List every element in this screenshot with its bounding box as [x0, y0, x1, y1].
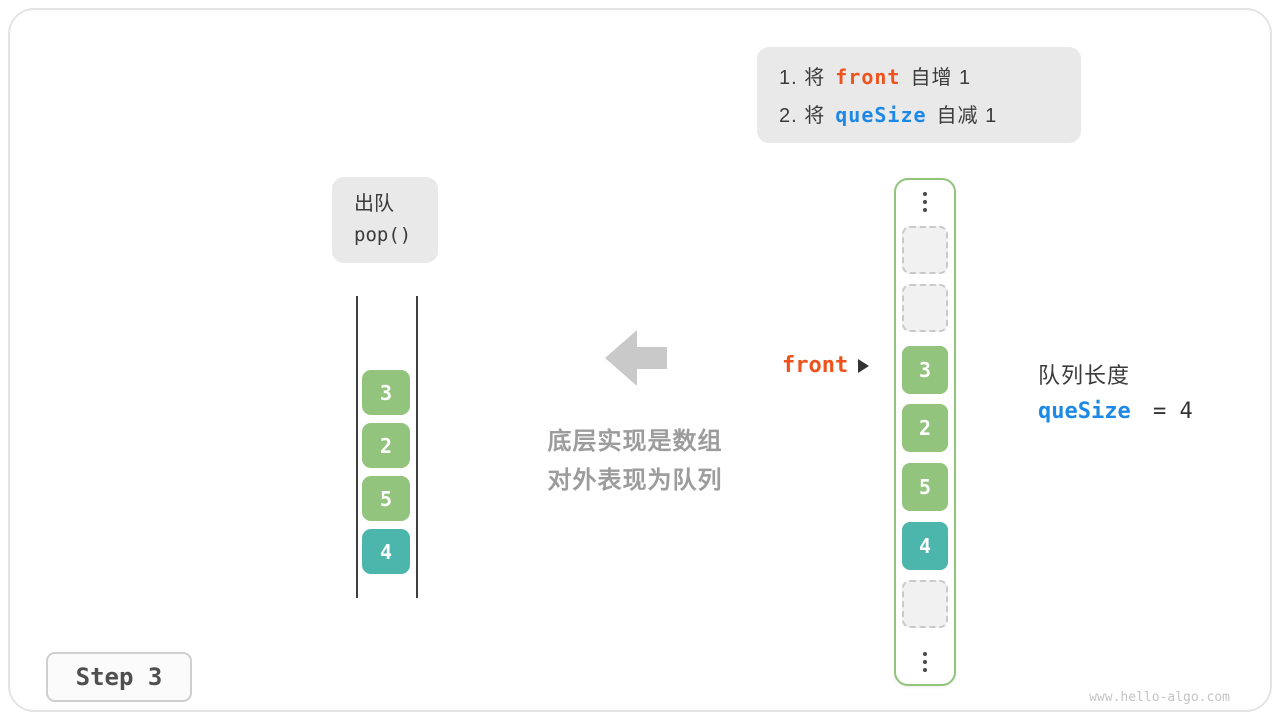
- note-line-1: 1. 将 front 自增 1: [779, 59, 1081, 97]
- quesize-label: queSize: [1038, 399, 1131, 424]
- step-label: Step 3: [75, 663, 163, 691]
- ellipsis-top-icon: [923, 192, 927, 212]
- front-pointer-label: front: [782, 353, 849, 378]
- queue-cell: 3: [362, 370, 410, 415]
- array-cell-empty: [902, 284, 948, 332]
- array-cell-empty: [902, 580, 948, 628]
- caption-line-1: 底层实现是数组: [547, 428, 723, 455]
- quesize-value: = 4: [1152, 399, 1193, 424]
- quesize-line: queSize = 4: [1038, 397, 1193, 427]
- array-cell: 5: [902, 463, 948, 511]
- pop-code: pop(): [354, 224, 412, 246]
- note-2-suffix: 自减 1: [936, 105, 998, 127]
- quesize-code: queSize: [835, 103, 927, 127]
- step-badge: Step 3: [46, 652, 192, 702]
- note-box: 1. 将 front 自增 1 2. 将 queSize 自减 1: [757, 47, 1081, 143]
- caption: 底层实现是数组 对外表现为队列: [510, 422, 760, 500]
- watermark: www.hello-algo.com: [1089, 690, 1230, 705]
- queue-cell: 4: [362, 529, 410, 574]
- array-container: 3 2 5 4: [894, 178, 956, 686]
- caption-line-2: 对外表现为队列: [547, 467, 723, 494]
- array-cell: 3: [902, 346, 948, 394]
- note-line-2: 2. 将 queSize 自减 1: [779, 97, 1081, 135]
- front-code: front: [835, 65, 901, 89]
- dequeue-title: 出队: [354, 193, 394, 215]
- note-2-prefix: 2. 将: [779, 105, 826, 127]
- array-cell-empty: [902, 226, 948, 274]
- queue-length-info: 队列长度 queSize = 4: [1038, 361, 1193, 427]
- queue-cell: 5: [362, 476, 410, 521]
- diagram-card: 1. 将 front 自增 1 2. 将 queSize 自减 1 出队 pop…: [8, 8, 1272, 712]
- dequeue-op-box: 出队 pop(): [332, 177, 438, 263]
- array-cell: 2: [902, 404, 948, 452]
- arrow-left-icon: [605, 330, 667, 386]
- queue-cell: 2: [362, 423, 410, 468]
- queue-wall-right: [416, 296, 418, 598]
- queue-wall-left: [356, 296, 358, 598]
- arrow-right-icon: [858, 358, 870, 373]
- note-1-suffix: 自增 1: [910, 67, 972, 89]
- queue-length-title: 队列长度: [1038, 363, 1131, 388]
- front-pointer: front: [782, 353, 870, 378]
- ellipsis-bottom-icon: [923, 652, 927, 672]
- array-cell: 4: [902, 522, 948, 570]
- note-1-prefix: 1. 将: [779, 67, 826, 89]
